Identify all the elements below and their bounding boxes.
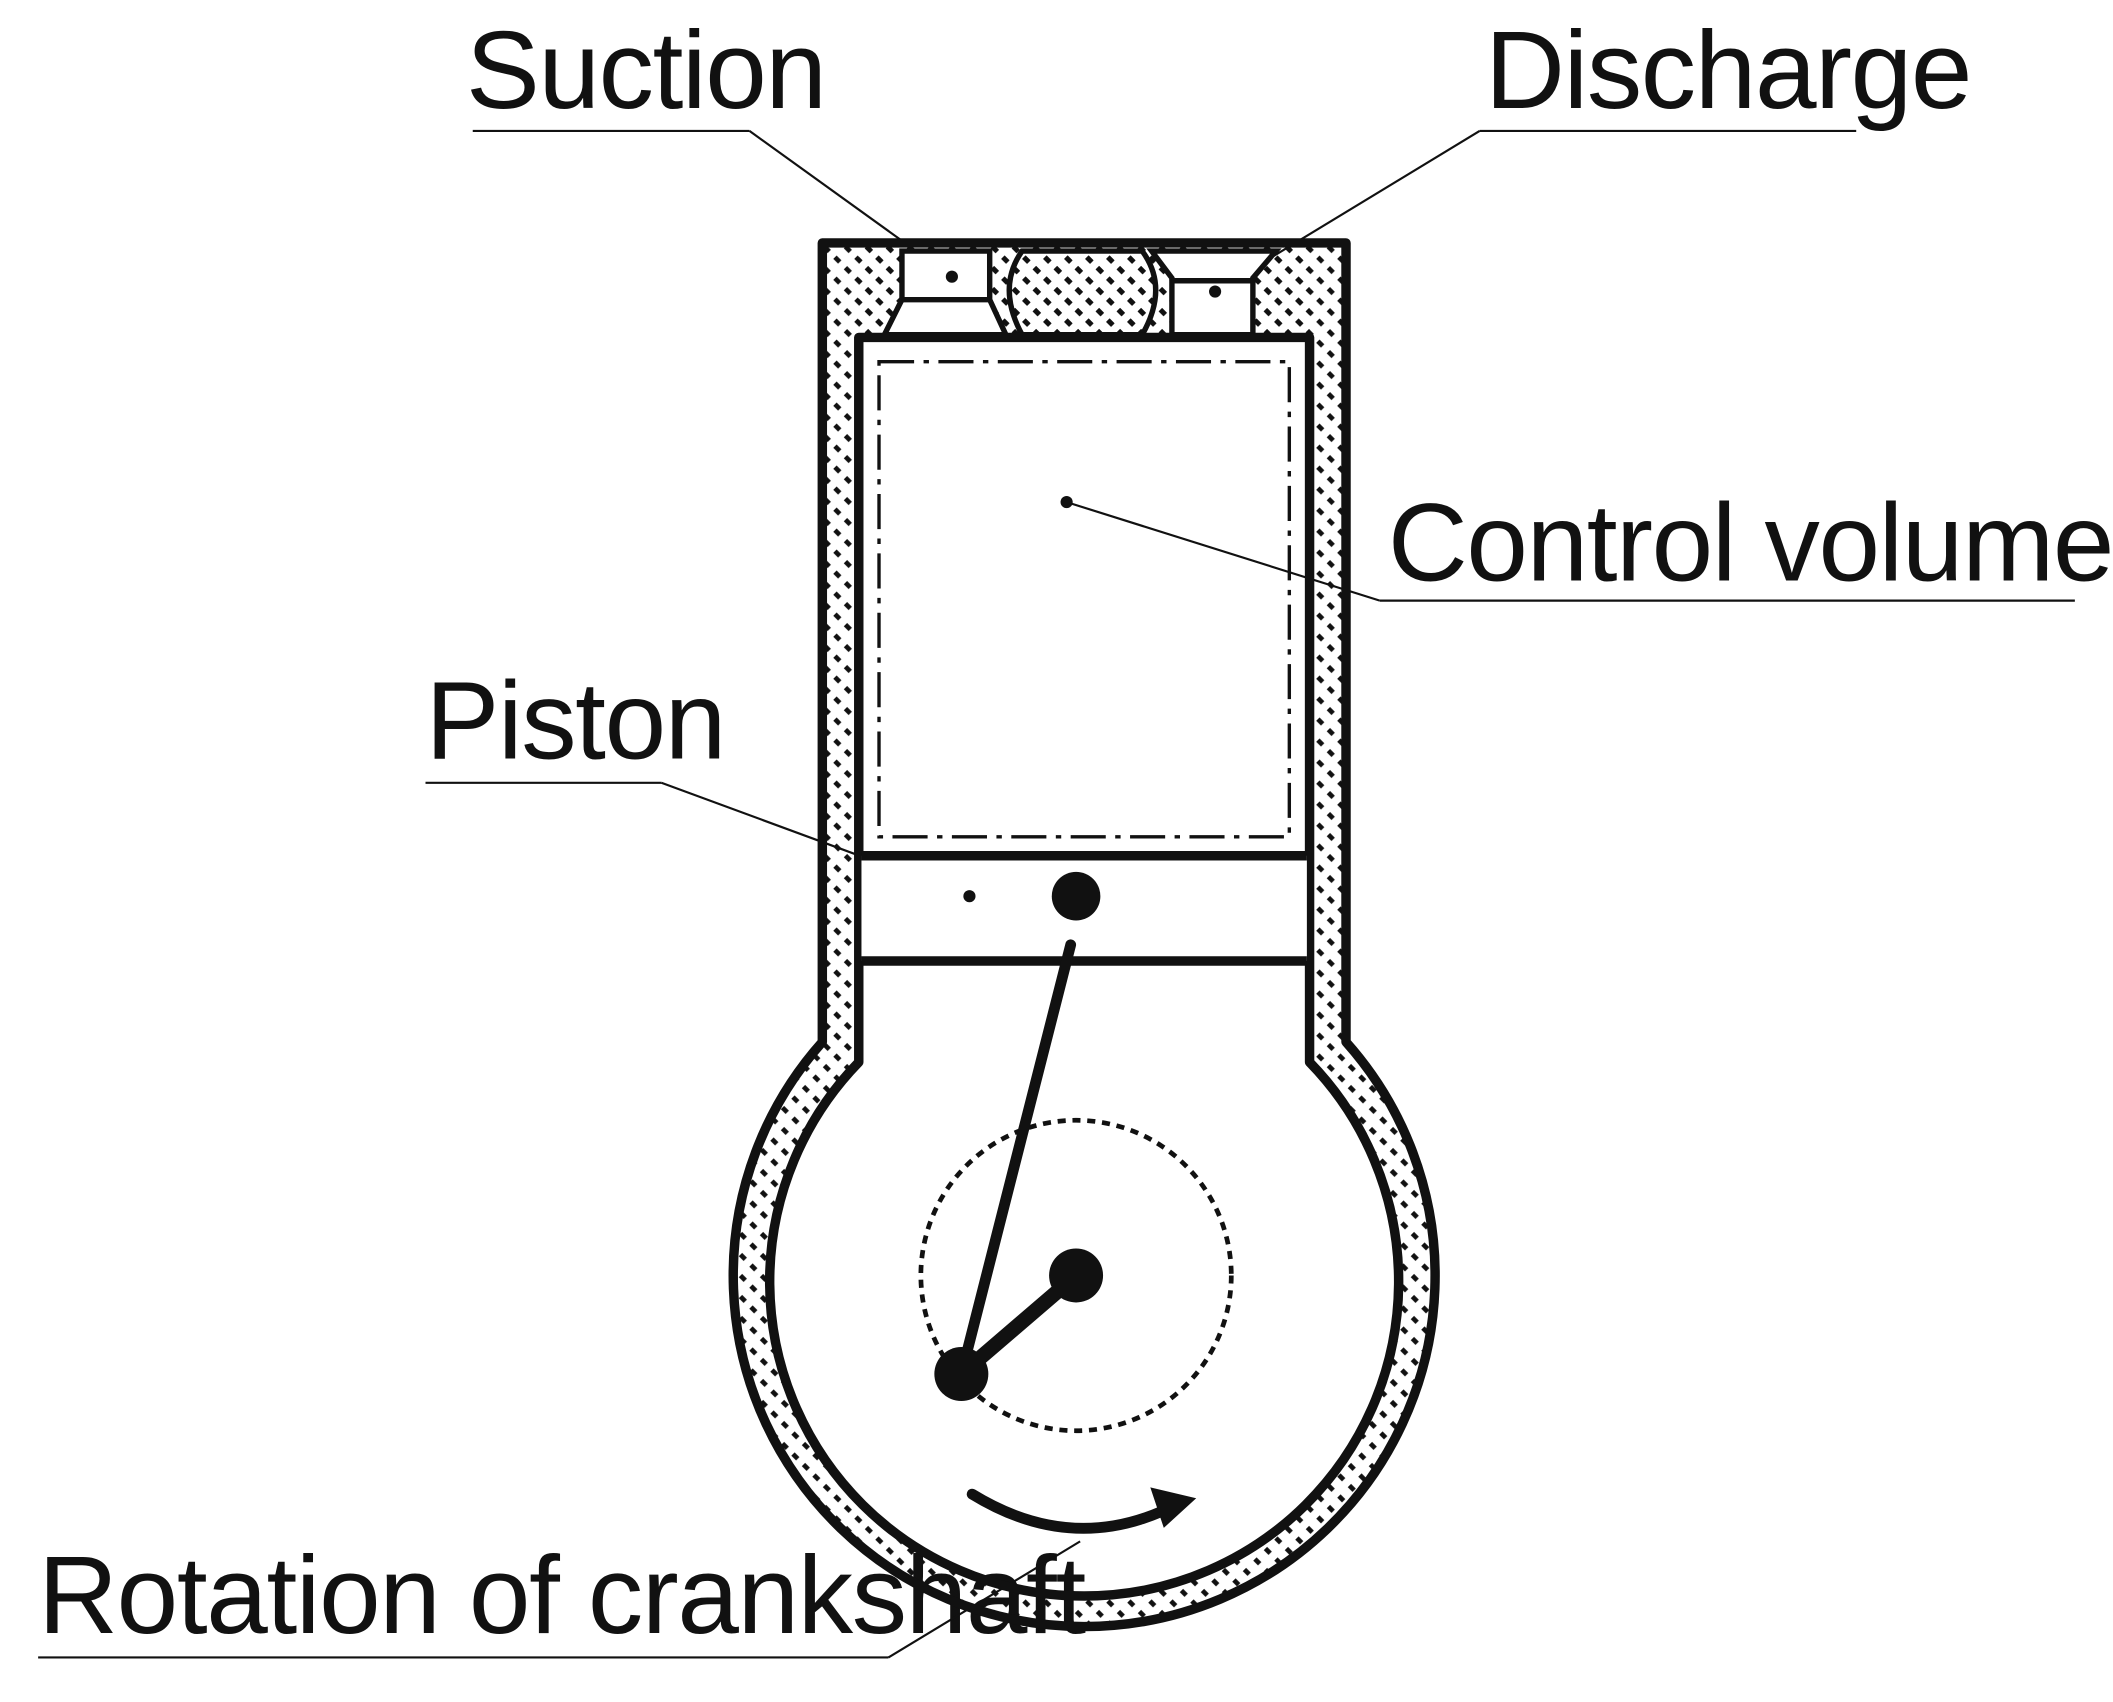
label-underlines [38,129,2075,1659]
crank-circle [918,1117,1234,1434]
suction-label: Suction [466,9,826,132]
discharge-label: Discharge [1485,9,1971,132]
control-volume-boundary [877,360,1292,839]
piston-dot [963,890,976,903]
connecting-rod [955,939,1077,1380]
rotation-arrow-head-icon [1150,1487,1197,1528]
crank-pin [934,1347,989,1402]
piston [861,851,1307,966]
piston-label: Piston [426,660,725,783]
control-volume-dot [1060,496,1073,509]
suction-port [880,248,1011,338]
discharge-port-dot [1209,285,1222,298]
suction-port-dot [945,270,958,283]
crankshaft-center [1049,1248,1104,1303]
wrist-pin [1051,871,1101,921]
valve-plate [858,242,1310,338]
rotation-arrow [966,1487,1197,1534]
cylinder-outer-outline [728,238,1440,1632]
control-volume-label-text: Control volume, [1388,481,2113,604]
cylinder-inner-outline [765,332,1404,1601]
control-volume-label: Control volume, V [1388,481,2113,604]
valve-ball [1006,248,1159,338]
rotation-arrow-arc [966,1488,1167,1534]
